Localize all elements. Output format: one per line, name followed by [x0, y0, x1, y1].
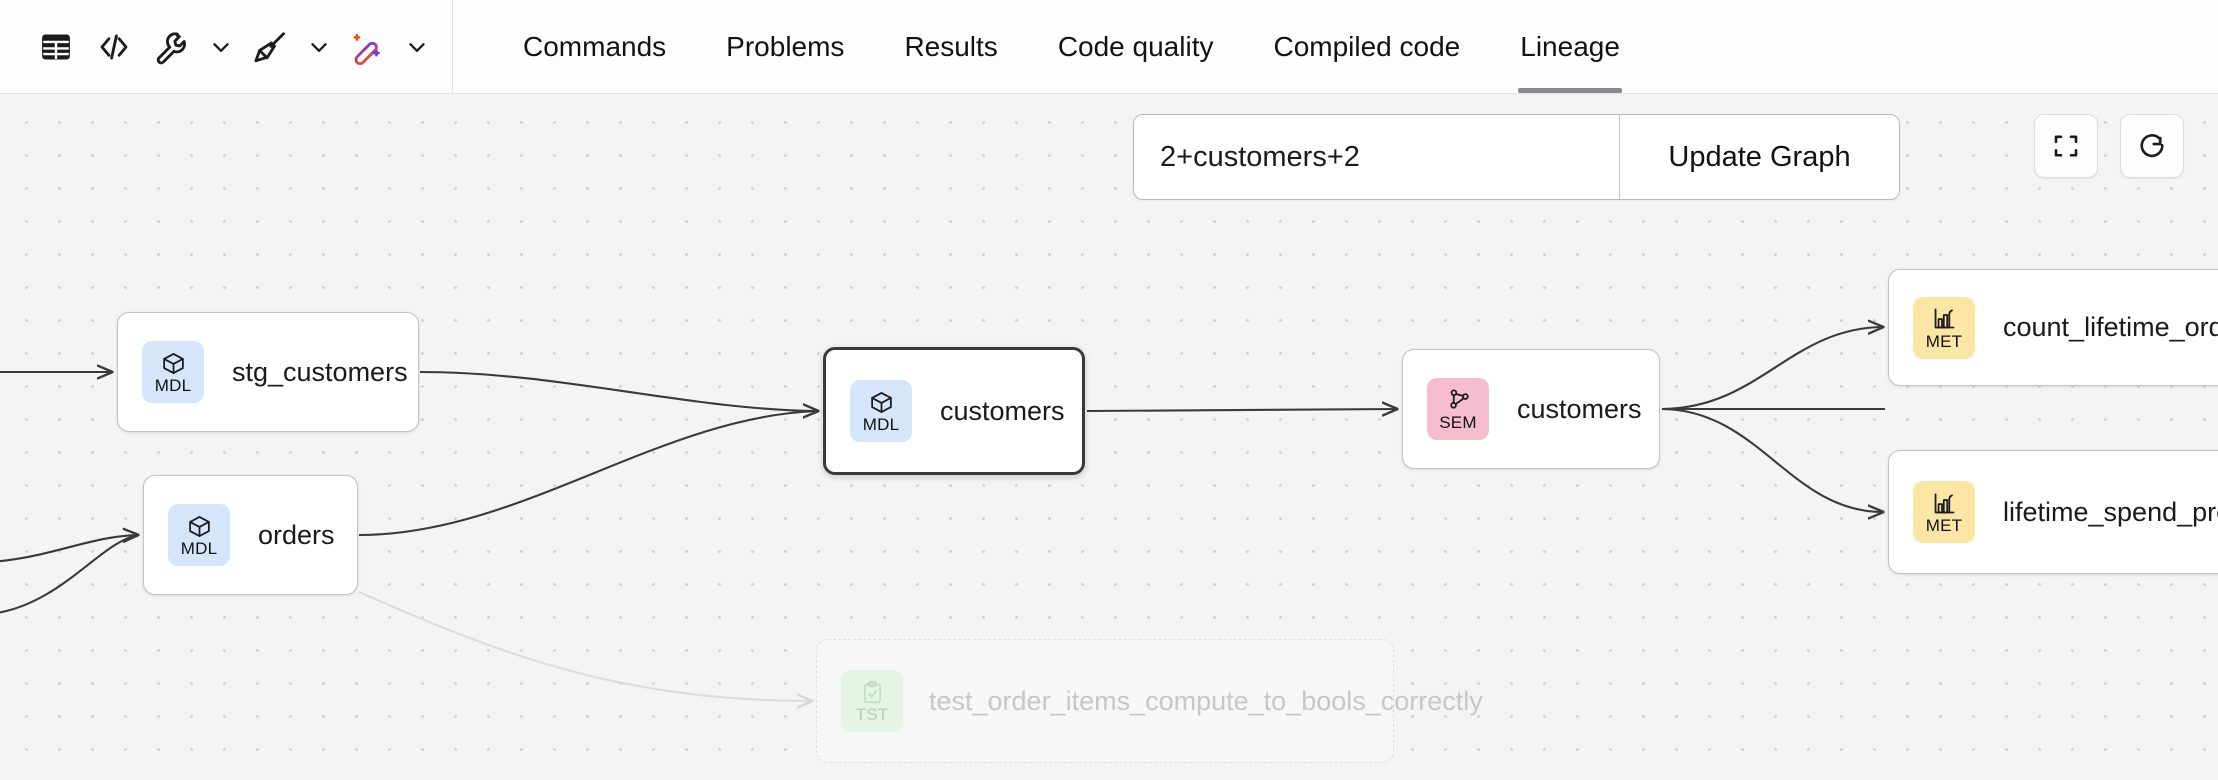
- code-brackets-icon[interactable]: [88, 21, 140, 73]
- fit-screen-icon[interactable]: [2034, 114, 2098, 178]
- network-icon: [1446, 387, 1471, 413]
- lineage-search-bar: Update Graph: [1133, 114, 1900, 200]
- cube-icon: [161, 350, 186, 376]
- lineage-node-label: stg_customers: [232, 356, 408, 387]
- lineage-node-label: customers: [940, 395, 1065, 426]
- tab-commands[interactable]: Commands: [523, 30, 667, 62]
- lineage-canvas[interactable]: Update Graph: [0, 94, 2218, 780]
- node-type-label: MDL: [154, 376, 192, 395]
- node-type-label: SEM: [1439, 413, 1477, 432]
- lineage-node-count-lifetime-orders[interactable]: MET count_lifetime_orders: [1888, 269, 2218, 386]
- magic-wand-icon[interactable]: [342, 21, 394, 73]
- refresh-icon[interactable]: [2120, 114, 2184, 178]
- node-type-badge-mdl: MDL: [168, 504, 230, 566]
- lineage-node-lifetime-spend-pretax[interactable]: MET lifetime_spend_pretax: [1888, 450, 2218, 574]
- top-toolbar: Commands Problems Results Code quality C…: [0, 0, 2218, 94]
- lineage-node-test-order-items[interactable]: TST test_order_items_compute_to_bools_co…: [816, 639, 1483, 763]
- lineage-search-input[interactable]: [1134, 115, 1619, 199]
- canvas-controls: [2034, 114, 2184, 178]
- bar-chart-icon: [1932, 306, 1957, 332]
- chevron-down-icon-format[interactable]: [302, 21, 336, 73]
- node-type-badge-met: MET: [1913, 481, 1975, 543]
- node-type-badge-mdl: MDL: [850, 380, 912, 442]
- node-type-label: MDL: [862, 415, 900, 434]
- clipboard-check-icon: [860, 679, 885, 705]
- lineage-node-label: test_order_items_compute_to_bools_correc…: [929, 685, 1483, 716]
- node-type-label: MET: [1925, 331, 1963, 351]
- lineage-node-customers-model[interactable]: MDL customers: [823, 347, 1085, 475]
- node-type-label: MDL: [180, 539, 218, 558]
- chevron-down-icon-tools[interactable]: [204, 21, 238, 73]
- chevron-down-icon-ai[interactable]: [400, 21, 434, 73]
- lineage-node-label: customers: [1517, 393, 1642, 424]
- lineage-node-label: lifetime_spend_pretax: [2003, 496, 2218, 527]
- lineage-node-label: orders: [258, 519, 335, 550]
- node-type-label: TST: [855, 705, 889, 724]
- tab-compiled-code[interactable]: Compiled code: [1273, 30, 1461, 62]
- lineage-node-orders[interactable]: MDL orders: [143, 475, 358, 595]
- tab-lineage[interactable]: Lineage: [1490, 0, 1650, 93]
- tab-bar: Commands Problems Results Code quality C…: [453, 0, 1650, 93]
- editor-tool-group: [0, 0, 453, 93]
- tab-code-quality[interactable]: Code quality: [1057, 30, 1214, 62]
- node-type-badge-mdl: MDL: [142, 341, 204, 403]
- node-type-badge-met: MET: [1913, 296, 1975, 359]
- update-graph-button[interactable]: Update Graph: [1619, 115, 1899, 199]
- node-type-badge-sem: SEM: [1427, 378, 1489, 440]
- node-type-label: MET: [1925, 516, 1963, 535]
- broom-icon[interactable]: [244, 21, 296, 73]
- wrench-icon[interactable]: [146, 21, 198, 73]
- node-type-badge-tst: TST: [841, 670, 903, 732]
- cube-icon: [187, 513, 212, 539]
- tab-problems[interactable]: Problems: [726, 30, 845, 62]
- tab-results[interactable]: Results: [904, 30, 998, 62]
- lineage-node-customers-semantic[interactable]: SEM customers: [1402, 349, 1660, 469]
- lineage-node-stg-customers[interactable]: MDL stg_customers: [117, 312, 419, 432]
- lineage-edges: [0, 94, 1885, 780]
- table-icon[interactable]: [30, 21, 82, 73]
- cube-icon: [869, 389, 894, 415]
- bar-chart-icon: [1932, 490, 1957, 516]
- lineage-node-label: count_lifetime_orders: [2003, 312, 2218, 343]
